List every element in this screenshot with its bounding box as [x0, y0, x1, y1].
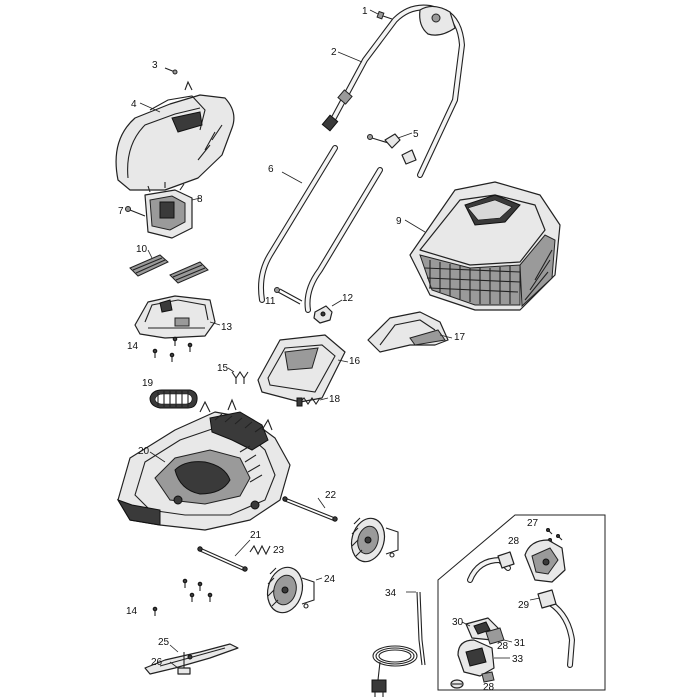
part-20-deck	[116, 398, 291, 531]
label-part-1: 1	[362, 6, 368, 17]
part-7-screw	[125, 206, 146, 217]
label-part-3: 3	[152, 60, 158, 71]
part-14-screws-upper	[152, 336, 193, 362]
label-part-10: 10	[136, 244, 148, 255]
part-22-rear-axle	[282, 496, 338, 522]
label-part-23: 23	[273, 545, 285, 556]
part-10-brushes	[129, 249, 209, 284]
label-part-8: 8	[197, 194, 203, 205]
part-23-spring	[249, 544, 271, 556]
part-15-spring	[227, 367, 249, 384]
label-part-28-top: 28	[508, 536, 520, 547]
label-part-11: 11	[265, 296, 276, 307]
part-2-upper-handle	[321, 4, 466, 178]
label-part-26: 26	[151, 657, 163, 668]
part-9-grass-box	[404, 181, 561, 311]
part-31-switch-block	[485, 627, 513, 645]
label-part-29: 29	[518, 600, 530, 611]
label-part-34: 34	[385, 588, 397, 599]
label-part-20: 20	[138, 446, 150, 457]
label-part-27: 27	[527, 518, 539, 529]
part-3-screw	[164, 67, 178, 75]
label-part-4: 4	[131, 99, 137, 110]
part-34-cable	[371, 591, 426, 697]
part-6-lower-handle	[258, 145, 383, 313]
part-17-deflector	[367, 311, 453, 353]
part-14-screws-lower	[152, 578, 213, 616]
label-part-24: 24	[324, 574, 336, 585]
part-8-motor	[144, 182, 201, 239]
part-29-handle-sections	[467, 551, 576, 668]
label-part-9: 9	[396, 216, 402, 227]
rear-wheel	[350, 517, 399, 563]
label-part-18: 18	[329, 394, 341, 405]
part-11-bolt	[274, 287, 303, 305]
part-number-labels: 1 2 3 4 5 6 7 8 9 10 11 12 13 14 15 16 1…	[118, 6, 539, 693]
part-24-wheel	[266, 566, 323, 614]
label-part-30: 30	[452, 617, 464, 628]
part-16-rear-flap	[257, 334, 349, 403]
label-part-2: 2	[331, 47, 337, 58]
part-26-bolt	[169, 652, 191, 675]
part-13-motor-base	[134, 295, 221, 339]
label-part-17: 17	[454, 332, 466, 343]
part-18-pin	[296, 397, 329, 407]
part-33-switch-housing-lower	[457, 639, 510, 677]
part-21-front-axle	[197, 539, 251, 572]
label-part-5: 5	[413, 129, 419, 140]
part-12-knob	[313, 299, 343, 324]
label-part-22: 22	[325, 490, 337, 501]
label-part-7: 7	[118, 206, 124, 217]
part-4-motor-cover	[115, 80, 235, 191]
label-part-28-lower: 28	[483, 682, 495, 693]
label-part-19: 19	[142, 378, 154, 389]
label-part-14-upper: 14	[127, 341, 139, 352]
label-part-6: 6	[268, 164, 274, 175]
label-part-33: 33	[512, 654, 524, 665]
label-part-13: 13	[221, 322, 233, 333]
label-part-14-lower: 14	[126, 606, 138, 617]
part-1-screw	[369, 9, 393, 20]
part-28-switch-housing-top	[524, 539, 566, 583]
part-28-screws	[450, 671, 495, 689]
part-5-clamp	[367, 132, 417, 165]
label-part-31: 31	[514, 638, 526, 649]
label-part-25: 25	[158, 637, 170, 648]
label-part-21: 21	[250, 530, 262, 541]
label-part-28-middle: 28	[497, 641, 509, 652]
label-part-12: 12	[342, 293, 354, 304]
label-part-16: 16	[349, 356, 361, 367]
label-part-15: 15	[217, 363, 229, 374]
part-19-belt	[149, 389, 198, 409]
inset-detail-box	[437, 514, 606, 691]
